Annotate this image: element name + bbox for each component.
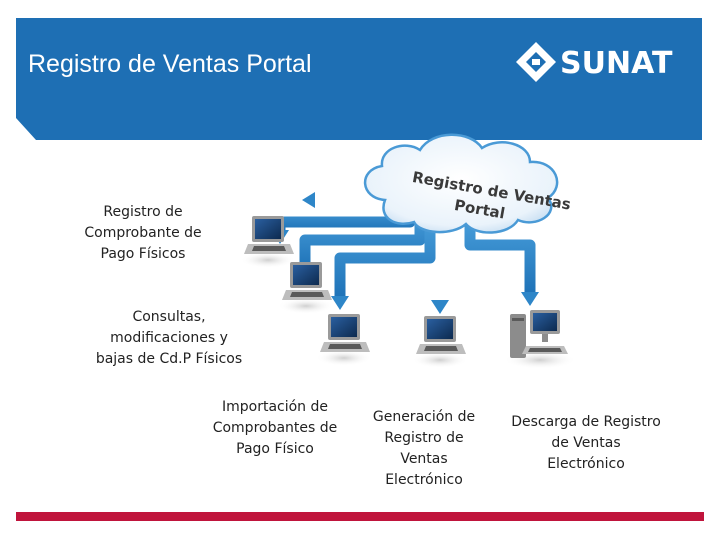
- label-line: Pago Físicos: [100, 246, 186, 262]
- label-line: Descarga de Registro: [511, 414, 661, 430]
- page-title: Registro de Ventas Portal: [28, 50, 312, 78]
- label-line: modificaciones y: [110, 330, 228, 346]
- label-consultas: Consultas, modificaciones y bajas de Cd.…: [86, 307, 252, 370]
- label-descarga: Descarga de Registro de Ventas Electróni…: [498, 412, 674, 475]
- label-line: Registro de: [103, 204, 183, 220]
- label-registro-fisicos: Registro de Comprobante de Pago Físicos: [72, 202, 214, 265]
- laptop-icon: [278, 262, 334, 314]
- footer-accent-bar: [16, 512, 704, 521]
- label-line: Registro de: [384, 430, 464, 446]
- label-line: Electrónico: [547, 456, 625, 472]
- label-line: Pago Físico: [236, 441, 314, 457]
- laptop-icon: [316, 314, 372, 366]
- label-line: Ventas: [400, 451, 448, 467]
- laptop-icon: [240, 216, 296, 268]
- label-line: de Ventas: [551, 435, 621, 451]
- label-line: bajas de Cd.P Físicos: [95, 351, 243, 367]
- label-line: Comprobante de: [84, 225, 202, 241]
- sunat-logo-text: SUNAT: [560, 46, 673, 81]
- label-line: Consultas,: [132, 309, 206, 325]
- cloud-icon: [363, 133, 559, 234]
- arrow-to-laptop-3: [334, 215, 436, 296]
- desktop-computer-icon: [504, 310, 576, 369]
- label-importacion: Importación de Comprobantes de Pago Físi…: [202, 397, 348, 460]
- laptop-icon: [412, 316, 468, 368]
- label-line: Importación de: [221, 399, 329, 415]
- label-line: Generación de: [372, 409, 476, 425]
- sunat-logo-icon: [516, 42, 556, 82]
- label-line: Electrónico: [385, 472, 463, 488]
- arrow-to-desktop: [464, 215, 536, 292]
- label-generacion: Generación de Registro de Ventas Electró…: [360, 407, 488, 491]
- label-line: Comprobantes de: [212, 420, 338, 436]
